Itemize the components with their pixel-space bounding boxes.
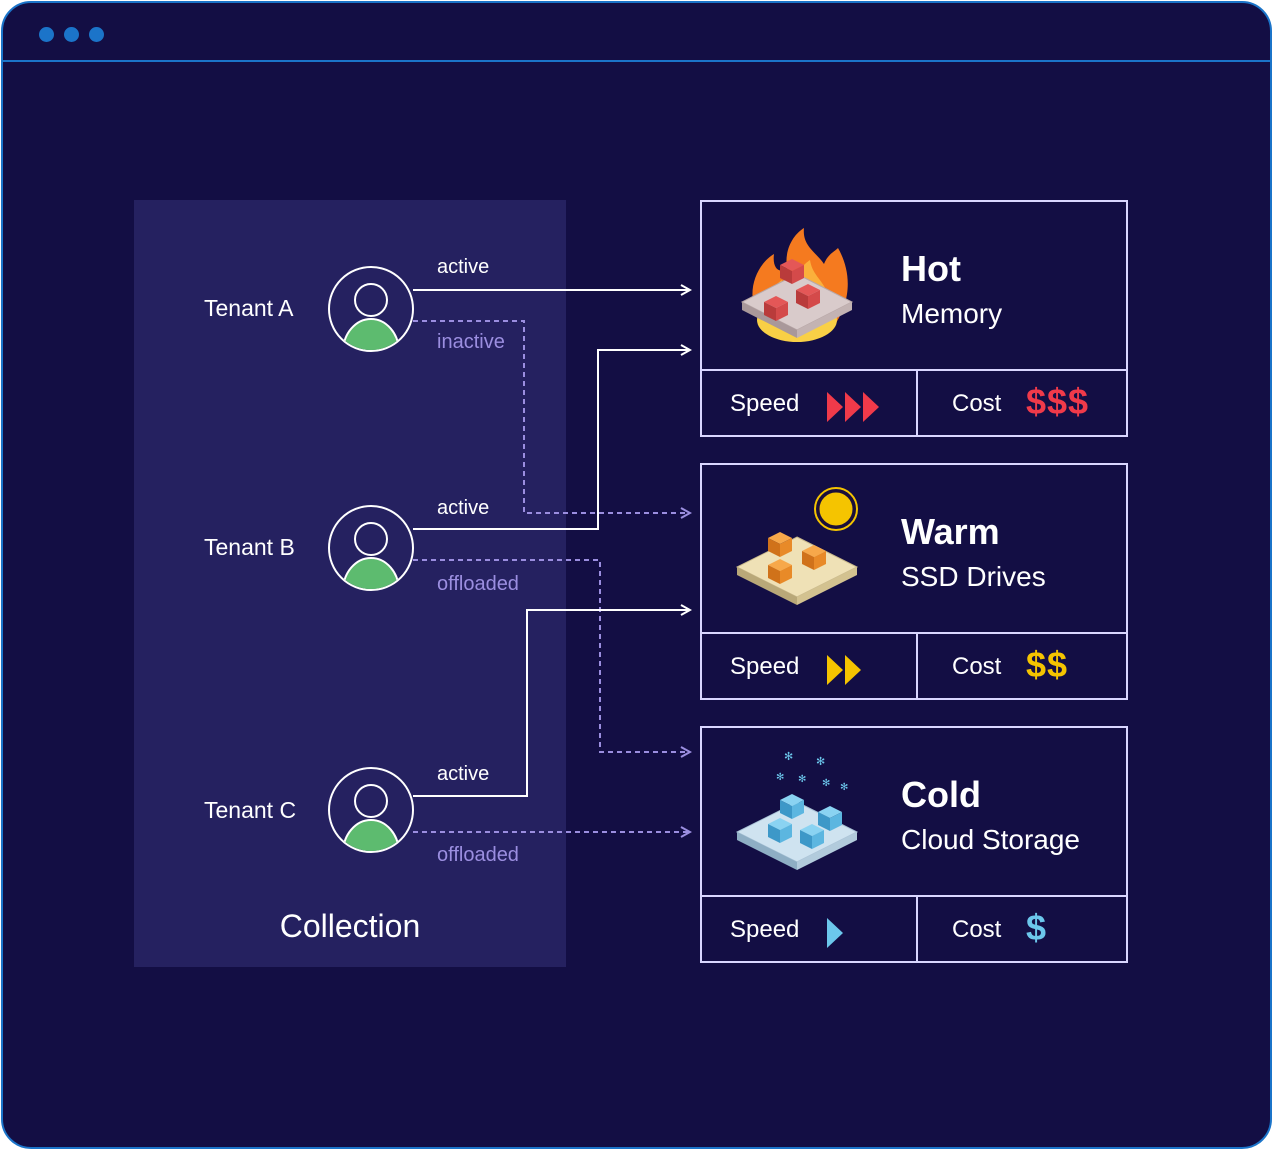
- tier-metrics-row: Speed Cost $$$: [702, 371, 1126, 437]
- tier-subtitle: Memory: [901, 298, 1003, 329]
- window-dot-icon[interactable]: [64, 27, 79, 42]
- tier-card-cold: ✻ ✻ ✻ ✻ ✻ ✻ Cold Cloud Storage Speed: [700, 726, 1128, 963]
- tier-card-hot: Hot Memory Speed Cost $$$: [700, 200, 1128, 437]
- speed-double-arrow-icon: [827, 655, 861, 685]
- tier-subtitle: SSD Drives: [901, 561, 1046, 592]
- tenant-a-name: Tenant A: [204, 295, 294, 321]
- tenant-b-offloaded-label: offloaded: [437, 573, 519, 595]
- tenant-c-name: Tenant C: [204, 797, 297, 823]
- tenant-c-avatar-icon: [328, 767, 414, 853]
- tenant-a-inactive-link: [413, 320, 690, 513]
- svg-text:✻: ✻: [776, 772, 784, 783]
- cost-value: $$$: [1026, 381, 1090, 422]
- speed-triple-arrow-icon: [827, 392, 879, 422]
- cost-label: Cost: [952, 916, 1002, 943]
- tenant-c-active-link: [413, 610, 690, 797]
- speed-single-arrow-icon: [827, 918, 843, 948]
- snow-storage-icon: ✻ ✻ ✻ ✻ ✻ ✻: [735, 750, 859, 870]
- tier-header: ✻ ✻ ✻ ✻ ✻ ✻ Cold Cloud Storage: [702, 728, 1126, 897]
- speed-label: Speed: [730, 653, 800, 680]
- tier-metrics-row: Speed Cost $: [702, 897, 1126, 963]
- svg-text:✻: ✻: [798, 774, 806, 785]
- tenant-b-name: Tenant B: [204, 534, 295, 560]
- tenant-b-active-link: [413, 350, 690, 530]
- tier-card-warm: Warm SSD Drives Speed Cost $$: [700, 463, 1128, 700]
- tenant-a-inactive-label: inactive: [437, 331, 505, 353]
- divider: [916, 634, 918, 700]
- tier-metrics-row: Speed Cost $$: [702, 634, 1126, 700]
- divider: [916, 371, 918, 437]
- window-titlebar: [3, 3, 1270, 62]
- tier-header: Hot Memory: [702, 202, 1126, 371]
- svg-text:✻: ✻: [816, 755, 825, 768]
- tenant-c-active-label: active: [437, 763, 490, 785]
- tenant-a-active-label: active: [437, 256, 490, 278]
- cost-label: Cost: [952, 653, 1002, 680]
- tenant-a-avatar-icon: [328, 266, 414, 352]
- svg-text:✻: ✻: [840, 782, 848, 793]
- cost-value: $$: [1026, 644, 1069, 685]
- window-dot-icon[interactable]: [39, 27, 54, 42]
- tenant-b-active-label: active: [437, 497, 490, 519]
- collection-label: Collection: [279, 908, 421, 944]
- speed-label: Speed: [730, 916, 800, 943]
- tier-title: Cold: [901, 774, 981, 815]
- tenant-c-offloaded-label: offloaded: [437, 844, 519, 866]
- sun-storage-icon: [735, 487, 859, 605]
- tier-title: Hot: [901, 248, 961, 289]
- window-dot-icon[interactable]: [89, 27, 104, 42]
- speed-label: Speed: [730, 390, 800, 417]
- tier-subtitle: Cloud Storage: [901, 824, 1081, 855]
- tier-header: Warm SSD Drives: [702, 465, 1126, 634]
- tenant-b-avatar-icon: [328, 505, 414, 591]
- divider: [916, 897, 918, 963]
- svg-text:✻: ✻: [822, 778, 830, 789]
- cost-label: Cost: [952, 390, 1002, 417]
- svg-text:✻: ✻: [784, 750, 793, 763]
- cost-value: $: [1026, 907, 1048, 948]
- tenant-b-offloaded-link: [413, 559, 690, 752]
- fire-storage-icon: [740, 228, 854, 342]
- tier-title: Warm: [901, 511, 1000, 552]
